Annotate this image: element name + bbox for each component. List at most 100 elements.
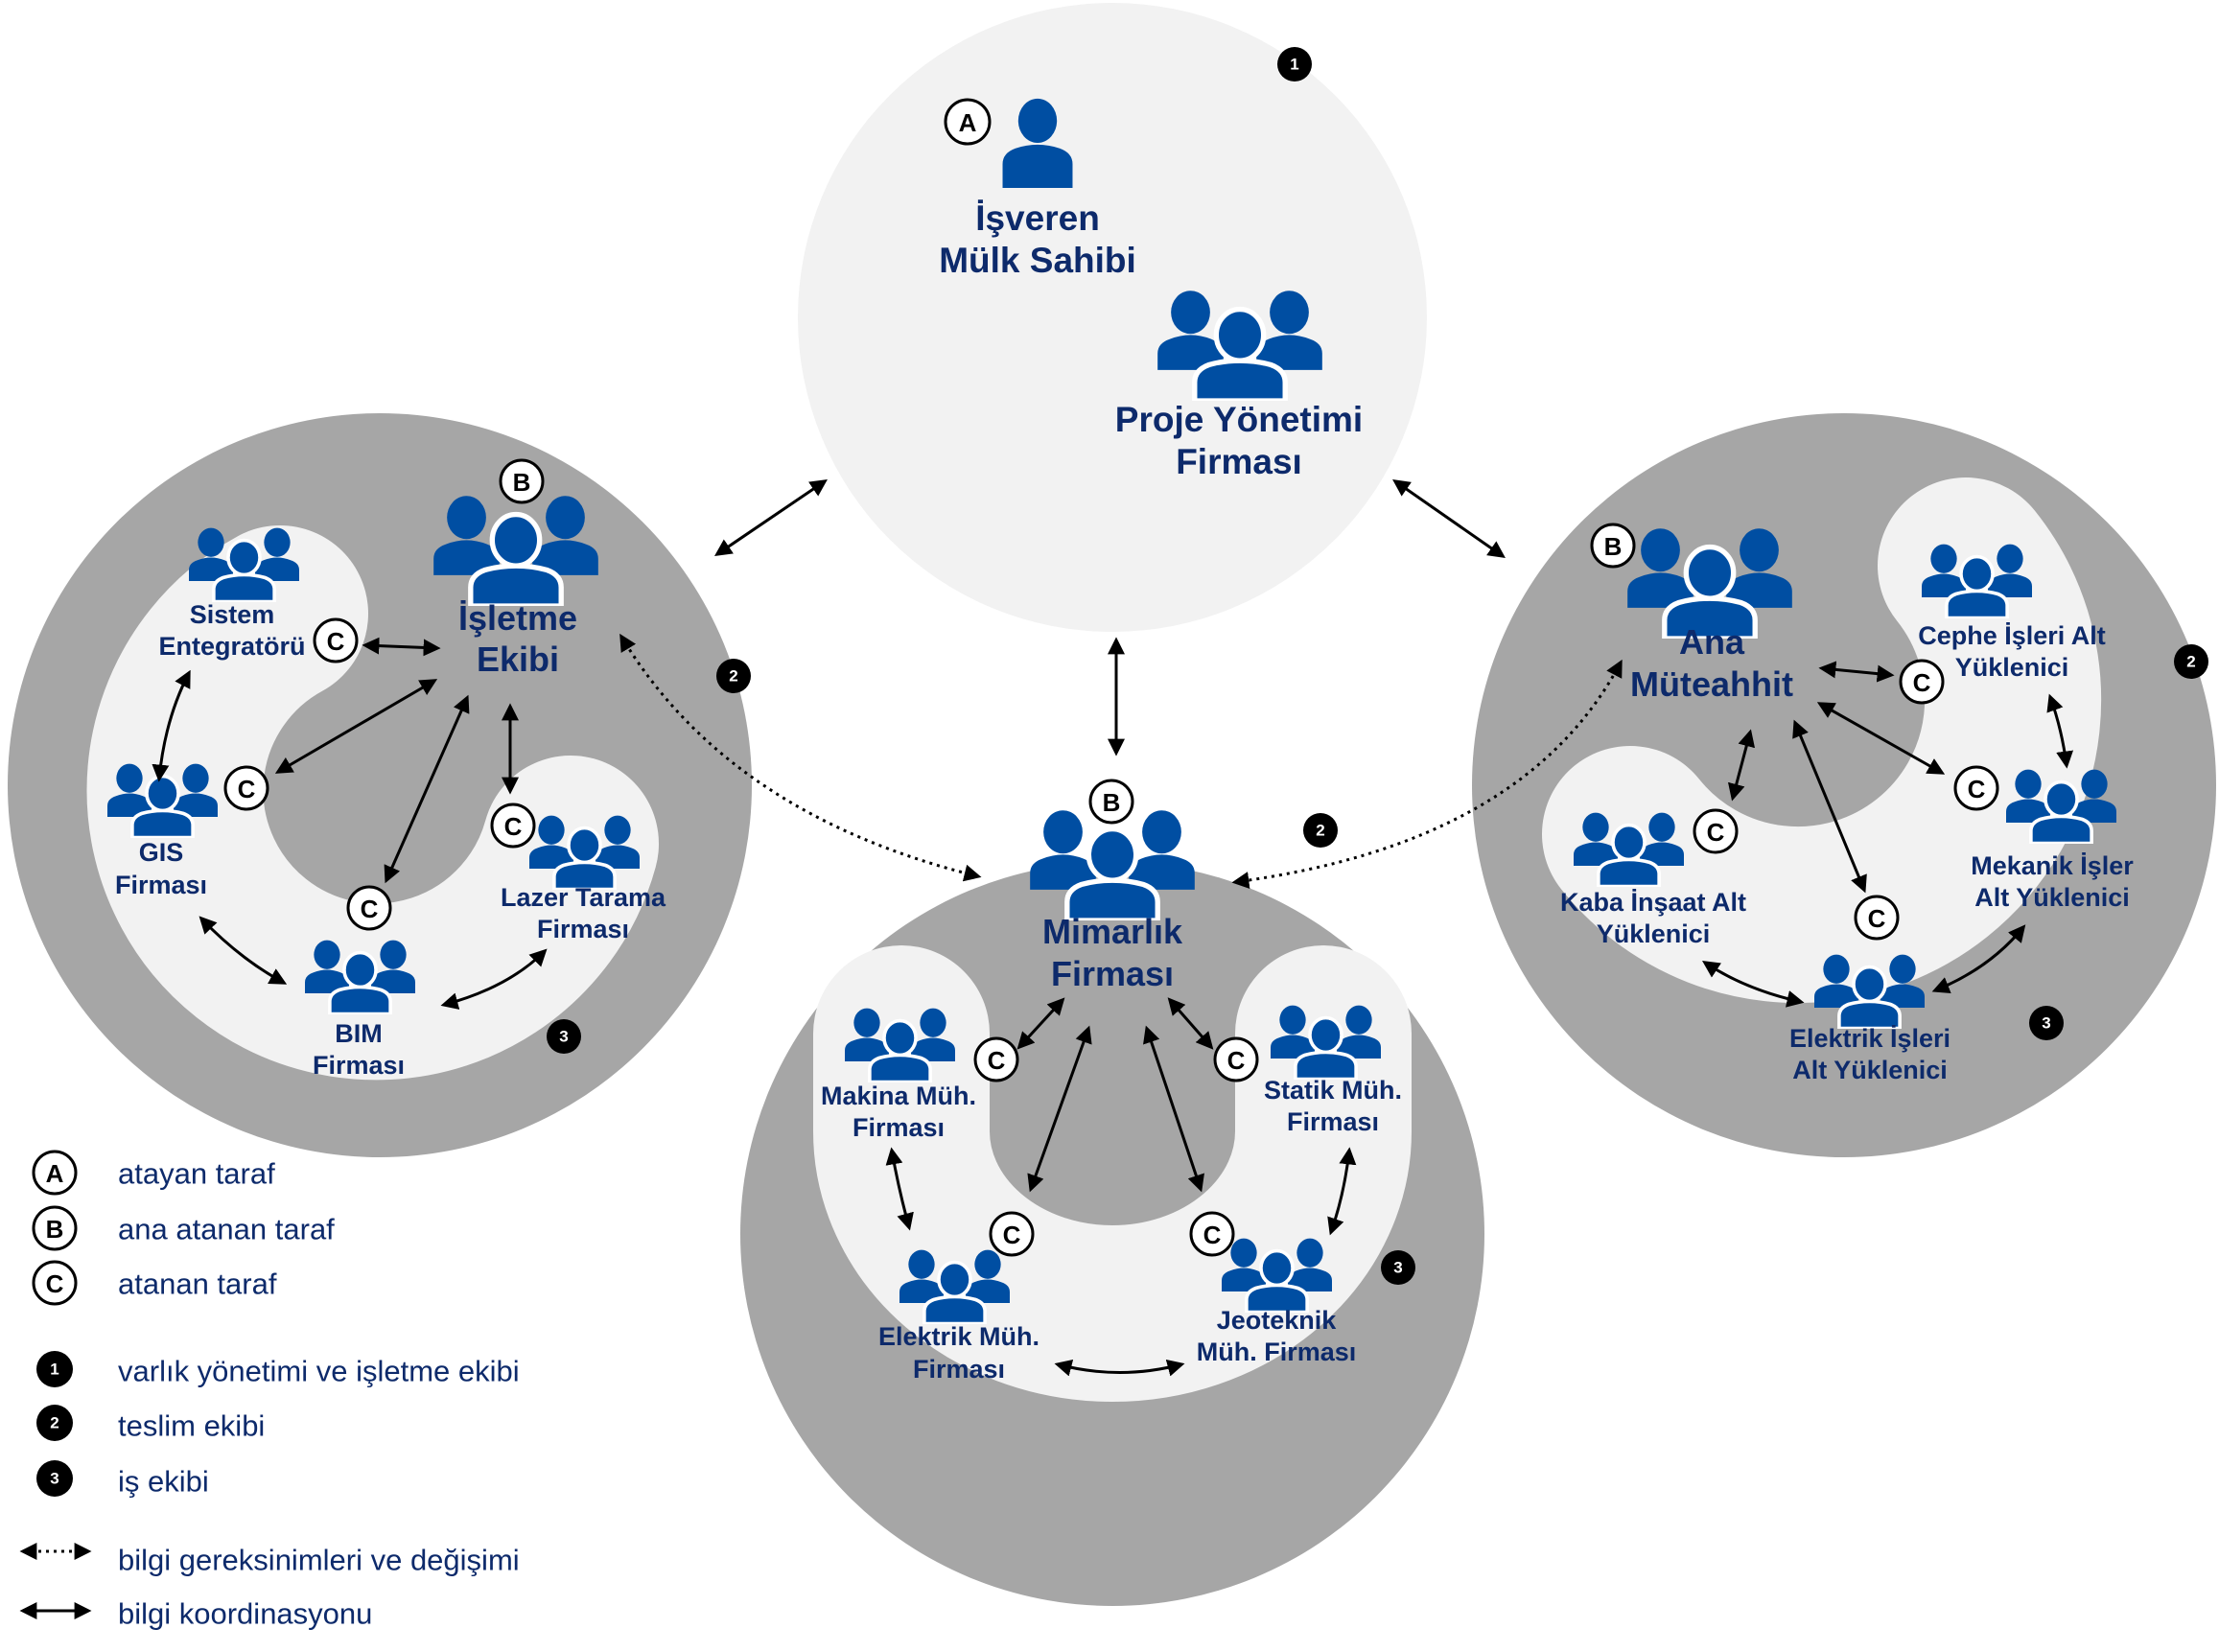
svg-text:C: C xyxy=(1227,1046,1246,1075)
member-structural-engineering-firm[interactable]: Statik Müh. Firması C xyxy=(1213,1003,1402,1136)
appointing-party-label-1: İşveren xyxy=(975,198,1100,238)
member-label-1: Elektrik İşleri xyxy=(1789,1024,1950,1053)
dotted-arrow-left-center xyxy=(619,633,982,882)
svg-text:A: A xyxy=(959,108,977,137)
member-label-2: Yüklenici xyxy=(1955,653,2069,682)
lead-label-2: Müteahhit xyxy=(1630,664,1793,704)
arrow-lead-electrical xyxy=(1027,1025,1092,1193)
member-label-2: Firması xyxy=(313,1051,405,1080)
member-label-1: Jeoteknik xyxy=(1217,1306,1338,1335)
member-label-2: Müh. Firması xyxy=(1197,1338,1357,1366)
arrow-lead-system-integrator xyxy=(362,637,441,657)
svg-text:iş ekibi: iş ekibi xyxy=(118,1465,209,1499)
team-badge-3-right: 3 xyxy=(2029,1006,2064,1040)
role-badge-c: C xyxy=(1693,808,1739,854)
arrow-appointing-right xyxy=(1392,478,1506,559)
svg-text:atanan taraf: atanan taraf xyxy=(118,1268,277,1301)
lead-label-2: Ekibi xyxy=(477,640,559,679)
member-geotechnical-engineering-firm[interactable]: Jeoteknik Müh. Firması C xyxy=(1189,1211,1357,1366)
arrow-facade-mechanical xyxy=(2046,693,2074,769)
task-team-band-center xyxy=(813,945,1412,1402)
member-label-1: GIS xyxy=(139,838,184,867)
member-label-2: Firması xyxy=(913,1355,1005,1384)
svg-text:2: 2 xyxy=(50,1414,58,1432)
project-management-firm[interactable]: Proje Yönetimi Firması xyxy=(1115,291,1363,481)
role-badge-c: C xyxy=(989,1211,1035,1257)
role-badge-c: C xyxy=(1953,765,1999,811)
legend-role-b: B ana atanan taraf xyxy=(32,1205,335,1251)
svg-text:B: B xyxy=(513,468,531,497)
team-badge-2-center: 2 xyxy=(1303,813,1338,848)
svg-text:3: 3 xyxy=(559,1028,568,1046)
member-facade-subcontractor[interactable]: Cephe İşleri Alt Yüklenici C xyxy=(1899,542,2106,705)
svg-text:3: 3 xyxy=(50,1470,58,1488)
member-mechanical-engineering-firm[interactable]: Makina Müh. Firması C xyxy=(821,1006,1019,1142)
member-label-1: Elektrik Müh. xyxy=(878,1322,1039,1351)
lead-operations-team[interactable]: B İşletme Ekibi xyxy=(433,458,598,679)
member-label-2: Firması xyxy=(1287,1107,1379,1136)
arrow-lead-geotechnical xyxy=(1143,1025,1204,1193)
member-label-2: Firması xyxy=(537,915,629,943)
svg-text:C: C xyxy=(1868,904,1886,933)
arrow-lead-mechanical xyxy=(1816,702,1946,775)
svg-text:A: A xyxy=(46,1159,64,1188)
lead-architecture-firm[interactable]: B Mimarlık Firması xyxy=(1030,779,1195,993)
svg-text:3: 3 xyxy=(1393,1259,1402,1277)
role-badge-c: C xyxy=(1854,895,1900,941)
arrow-lead-mechanical xyxy=(1016,997,1065,1050)
member-electrical-subcontractor[interactable]: Elektrik İşleri Alt Yüklenici C xyxy=(1789,895,1950,1084)
coordination-arrows-center xyxy=(885,997,1357,1377)
member-label-2: Firması xyxy=(853,1113,945,1142)
svg-text:C: C xyxy=(1707,818,1725,847)
team-circle-1 xyxy=(798,3,1427,632)
lead-label-1: Ana xyxy=(1679,622,1745,662)
role-badge-c: C xyxy=(223,765,269,811)
svg-text:C: C xyxy=(1968,775,1986,803)
member-rough-construction-subcontractor[interactable]: Kaba İnşaat Alt Yüklenici C xyxy=(1560,808,1746,948)
legend-role-a: A atayan taraf xyxy=(32,1150,275,1196)
member-laser-scanning-firm[interactable]: Lazer Tarama Firması C xyxy=(490,803,666,943)
svg-text:C: C xyxy=(46,1269,64,1298)
member-bim-firm[interactable]: BIM Firması C xyxy=(305,885,415,1080)
lead-main-contractor[interactable]: B Ana Müteahhit xyxy=(1590,523,1793,704)
member-system-integrator[interactable]: Sistem Entegratörü C xyxy=(158,525,359,663)
arrow-mechanical-electrical xyxy=(1931,924,2026,993)
member-label-1: Cephe İşleri Alt xyxy=(1918,621,2106,650)
member-label-2: Yüklenici xyxy=(1597,919,1711,948)
svg-text:ana atanan taraf: ana atanan taraf xyxy=(118,1213,335,1246)
arrow-system-integrator-gis xyxy=(152,669,191,782)
arrow-lead-electrical xyxy=(1792,719,1867,894)
member-label-2: Alt Yüklenici xyxy=(1792,1056,1948,1084)
svg-text:varlık yönetimi ve işletme eki: varlık yönetimi ve işletme ekibi xyxy=(118,1355,520,1388)
svg-text:1: 1 xyxy=(50,1361,58,1379)
appointing-party[interactable]: A İşveren Mülk Sahibi xyxy=(939,98,1136,280)
svg-text:teslim ekibi: teslim ekibi xyxy=(118,1409,265,1443)
svg-text:C: C xyxy=(1913,668,1931,697)
svg-text:B: B xyxy=(1604,532,1623,561)
arrow-mechanical-electrical xyxy=(885,1147,914,1231)
legend-arrow-dotted: bilgi gereksinimleri ve değişimi xyxy=(19,1543,520,1577)
role-badge-b: B xyxy=(499,458,545,504)
member-label-2: Alt Yüklenici xyxy=(1974,883,2130,912)
team-badge-3-center: 3 xyxy=(1381,1250,1415,1285)
svg-text:atayan taraf: atayan taraf xyxy=(118,1157,275,1191)
operations-delivery-team: 2 3 B İşletme Ekibi Sistem Entegratörü C xyxy=(8,413,752,1157)
arrow-lead-bim xyxy=(384,694,470,884)
team-badge-3-left: 3 xyxy=(547,1019,581,1054)
coordination-arrows-right xyxy=(1702,661,2074,1008)
member-gis-firm[interactable]: GIS Firması C xyxy=(107,761,269,899)
member-electrical-engineering-firm[interactable]: Elektrik Müh. Firması C xyxy=(878,1211,1039,1384)
svg-text:2: 2 xyxy=(729,667,737,686)
dotted-arrow-right-center xyxy=(1231,659,1623,890)
pm-firm-label-2: Firması xyxy=(1176,442,1302,481)
member-mechanical-subcontractor[interactable]: Mekanik İşler Alt Yüklenici C xyxy=(1953,765,2134,912)
svg-text:bilgi gereksinimleri ve değişi: bilgi gereksinimleri ve değişimi xyxy=(118,1544,520,1577)
role-badge-c: C xyxy=(313,617,359,663)
svg-text:2: 2 xyxy=(1316,822,1324,840)
svg-text:B: B xyxy=(1103,788,1121,817)
role-badge-b: B xyxy=(1590,523,1636,569)
arrow-bim-laser xyxy=(440,948,548,1010)
role-badge-c: C xyxy=(490,803,536,849)
arrow-structural-geotechnical xyxy=(1327,1147,1357,1236)
